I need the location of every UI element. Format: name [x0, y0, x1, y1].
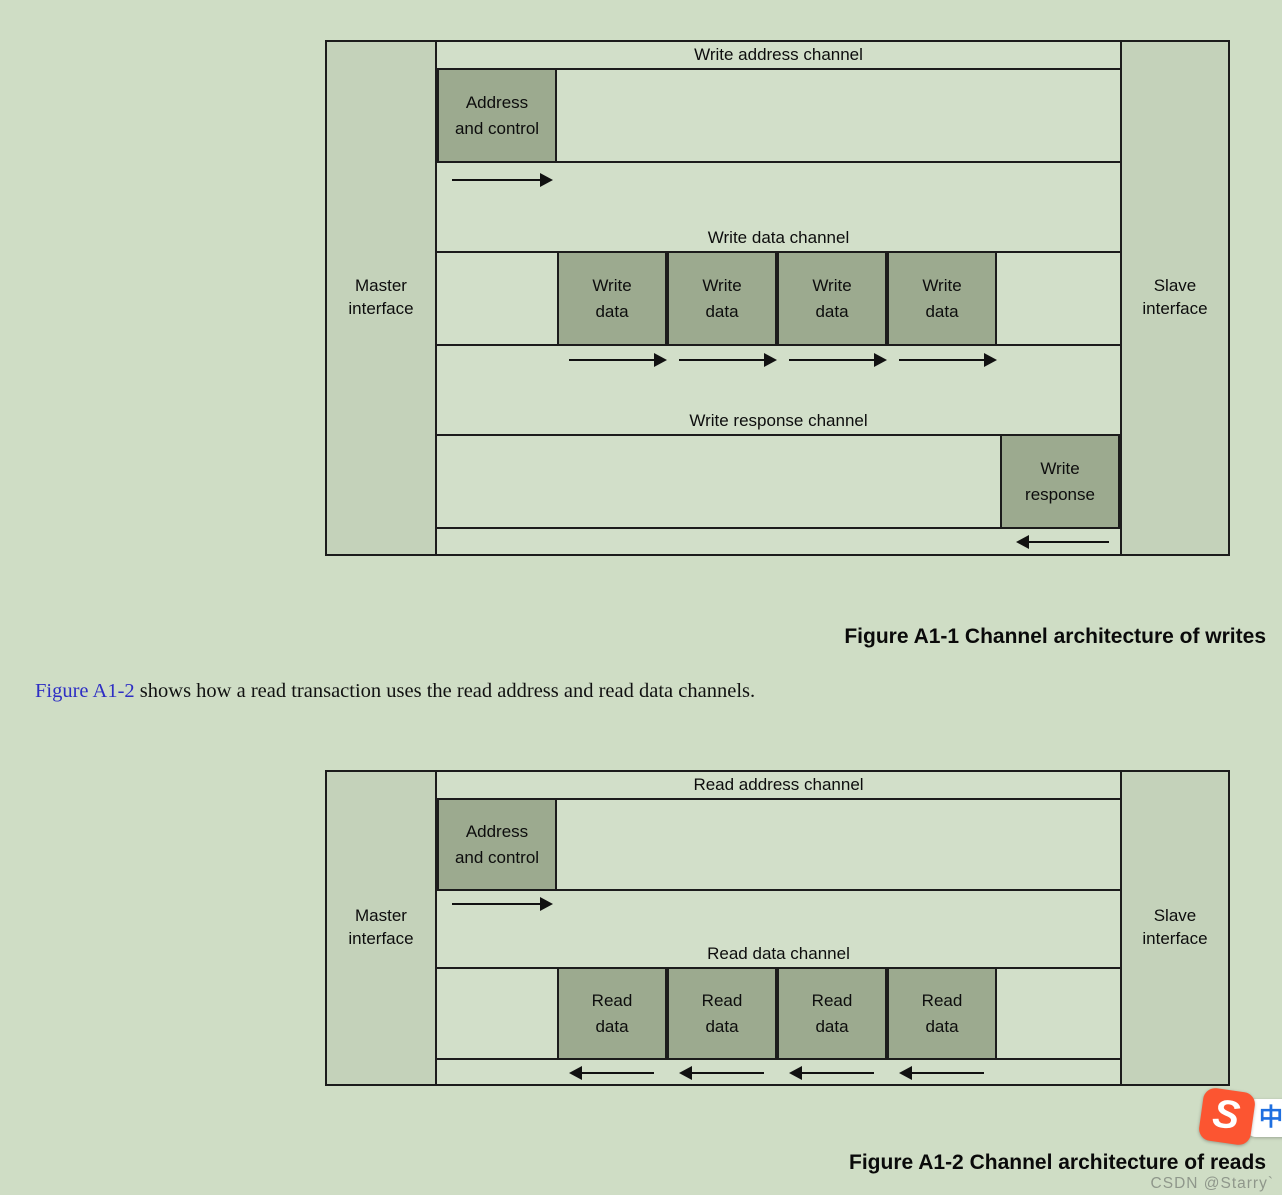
translate-label: 中 [1259, 1104, 1282, 1131]
write-data-payload-box: Write data [887, 251, 997, 346]
write-response-channel-title: Write response channel [689, 411, 868, 430]
read-data-payload-box: Read data [887, 967, 997, 1060]
arrow-right-icon [899, 353, 997, 367]
figure-a1-1-caption: Figure A1-1 Channel architecture of writ… [844, 625, 1266, 648]
arrow-left-icon [789, 1066, 874, 1080]
reads-master-interface-box: Master interface [325, 770, 437, 1086]
arrow-left-icon [569, 1066, 654, 1080]
writes-channel-area: Write address channel Write data channel… [437, 40, 1120, 556]
divider [437, 798, 1120, 800]
write-data-payload-box: Write data [667, 251, 777, 346]
figure-a1-2-link[interactable]: Figure A1-2 [35, 680, 135, 702]
body-paragraph: Figure A1-2 shows how a read transaction… [35, 680, 1135, 703]
divider [437, 889, 1120, 891]
arrow-right-icon [452, 173, 553, 187]
read-data-payload-box: Read data [557, 967, 667, 1060]
arrow-left-icon [1016, 535, 1109, 549]
divider [437, 434, 1120, 436]
read-data-payload-box: Read data [667, 967, 777, 1060]
writes-slave-interface-box: Slave interface [1120, 40, 1230, 556]
arrow-left-icon [899, 1066, 984, 1080]
arrow-right-icon [452, 897, 553, 911]
csdn-logo-icon[interactable]: S [1197, 1086, 1257, 1147]
arrow-right-icon [679, 353, 777, 367]
figure-a1-2-caption: Figure A1-2 Channel architecture of read… [849, 1151, 1266, 1174]
read-address-payload-box: Address and control [437, 798, 557, 891]
writes-master-interface-box: Master interface [325, 40, 437, 556]
write-address-payload-box: Address and control [437, 68, 557, 163]
read-address-channel-title: Read address channel [693, 775, 864, 794]
csdn-logo-letter: S [1210, 1090, 1243, 1139]
divider [437, 68, 1120, 70]
arrow-left-icon [679, 1066, 764, 1080]
write-data-payload-box: Write data [777, 251, 887, 346]
write-data-channel-title: Write data channel [707, 228, 850, 247]
paragraph-text: shows how a read transaction uses the re… [134, 680, 756, 702]
arrow-right-icon [789, 353, 887, 367]
write-address-channel-title: Write address channel [694, 45, 863, 64]
arrow-right-icon [569, 353, 667, 367]
csdn-watermark: CSDN @Starry` [1150, 1175, 1274, 1192]
write-response-payload-box: Write response [1000, 434, 1120, 529]
reads-channel-area: Read address channel Read data channel A… [437, 770, 1120, 1086]
read-data-channel-title: Read data channel [707, 944, 850, 963]
divider [437, 161, 1120, 163]
divider [437, 527, 1120, 529]
write-data-payload-box: Write data [557, 251, 667, 346]
figure-reads-diagram: Read address channel Read data channel A… [325, 770, 1230, 1086]
figure-writes-diagram: Write address channel Write data channel… [325, 40, 1230, 556]
reads-slave-interface-box: Slave interface [1120, 770, 1230, 1086]
read-data-payload-box: Read data [777, 967, 887, 1060]
